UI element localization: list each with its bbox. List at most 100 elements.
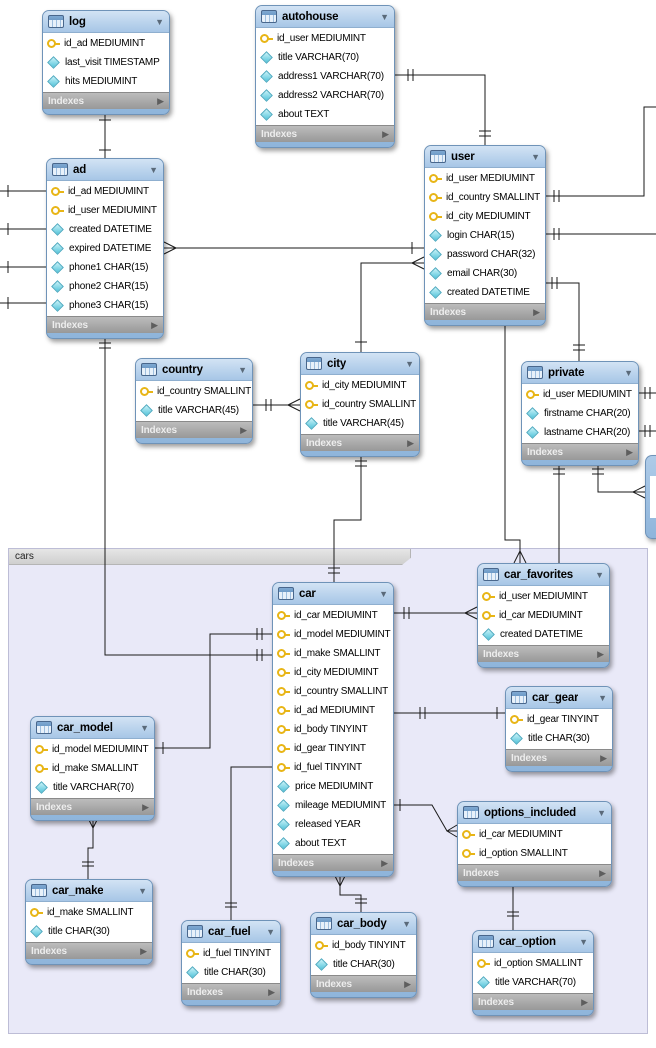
column-row[interactable]: title CHAR(30): [26, 922, 152, 941]
column-row[interactable]: id_car MEDIUMINT: [458, 825, 611, 844]
collapse-arrow-icon[interactable]: ▼: [531, 151, 540, 162]
indexes-footer[interactable]: Indexes▶: [26, 942, 152, 959]
table-header-car_body[interactable]: car_body▼: [311, 913, 416, 935]
rel-car-car_fuel[interactable]: [230, 766, 272, 920]
collapse-arrow-icon[interactable]: ▼: [595, 569, 604, 580]
column-row[interactable]: id_make SMALLINT: [31, 759, 154, 778]
rel-autohouse-user[interactable]: [395, 74, 486, 145]
column-row[interactable]: id_make SMALLINT: [273, 644, 393, 663]
collapse-arrow-icon[interactable]: ▼: [405, 358, 414, 369]
column-row[interactable]: firstname CHAR(20): [522, 404, 638, 423]
column-row[interactable]: title VARCHAR(45): [136, 401, 252, 420]
expand-arrow-icon[interactable]: ▶: [404, 978, 411, 989]
column-row[interactable]: title CHAR(30): [311, 955, 416, 974]
collapse-arrow-icon[interactable]: ▼: [266, 926, 275, 937]
column-row[interactable]: expired DATETIME: [47, 239, 163, 258]
indexes-footer[interactable]: Indexes▶: [47, 316, 163, 333]
column-row[interactable]: id_user MEDIUMINT: [478, 587, 609, 606]
table-header-car_make[interactable]: car_make▼: [26, 880, 152, 902]
collapse-arrow-icon[interactable]: ▼: [149, 164, 158, 175]
column-row[interactable]: about TEXT: [273, 834, 393, 853]
column-row[interactable]: email CHAR(30): [425, 264, 545, 283]
column-row[interactable]: created DATETIME: [425, 283, 545, 302]
table-header-private[interactable]: private▼: [522, 362, 638, 384]
table-header-options_included[interactable]: options_included▼: [458, 802, 611, 824]
indexes-footer[interactable]: Indexes▶: [31, 798, 154, 815]
partial-table-offcanvas[interactable]: [645, 455, 656, 539]
column-row[interactable]: title VARCHAR(45): [301, 414, 419, 433]
rel-car_model-car[interactable]: [155, 633, 272, 749]
collapse-arrow-icon[interactable]: ▼: [140, 722, 149, 733]
column-row[interactable]: id_country SMALLINT: [273, 682, 393, 701]
table-header-car_option[interactable]: car_option▼: [473, 931, 593, 953]
column-row[interactable]: id_model MEDIUMINT: [31, 740, 154, 759]
column-row[interactable]: id_fuel TINYINT: [182, 944, 280, 963]
column-row[interactable]: id_body TINYINT: [311, 936, 416, 955]
collapse-arrow-icon[interactable]: ▼: [380, 11, 389, 22]
collapse-arrow-icon[interactable]: ▼: [155, 16, 164, 27]
expand-arrow-icon[interactable]: ▶: [382, 128, 389, 139]
column-row[interactable]: title CHAR(30): [182, 963, 280, 982]
column-row[interactable]: id_user MEDIUMINT: [425, 169, 545, 188]
table-header-user[interactable]: user▼: [425, 146, 545, 168]
column-row[interactable]: phone2 CHAR(15): [47, 277, 163, 296]
column-row[interactable]: id_user MEDIUMINT: [522, 385, 638, 404]
rel-user-private[interactable]: [546, 282, 580, 361]
table-header-car_gear[interactable]: car_gear▼: [506, 687, 612, 709]
rel-private-offcanvas-3[interactable]: [597, 463, 645, 493]
collapse-arrow-icon[interactable]: ▼: [379, 588, 388, 599]
column-row[interactable]: id_model MEDIUMINT: [273, 625, 393, 644]
column-row[interactable]: id_city MEDIUMINT: [301, 376, 419, 395]
collapse-arrow-icon[interactable]: ▼: [238, 364, 247, 375]
rel-car-options_included[interactable]: [394, 804, 457, 832]
rel-car_model-car_make[interactable]: [87, 818, 94, 879]
expand-arrow-icon[interactable]: ▶: [626, 446, 633, 457]
expand-arrow-icon[interactable]: ▶: [600, 752, 607, 763]
table-header-autohouse[interactable]: autohouse▼: [256, 6, 394, 28]
column-row[interactable]: id_car MEDIUMINT: [273, 606, 393, 625]
column-row[interactable]: last_visit TIMESTAMP: [43, 53, 169, 72]
indexes-footer[interactable]: Indexes▶: [478, 645, 609, 662]
column-row[interactable]: id_fuel TINYINT: [273, 758, 393, 777]
column-row[interactable]: id_ad MEDIUMINT: [47, 182, 163, 201]
column-row[interactable]: id_user MEDIUMINT: [256, 29, 394, 48]
indexes-footer[interactable]: Indexes▶: [256, 125, 394, 142]
column-row[interactable]: id_country SMALLINT: [136, 382, 252, 401]
indexes-footer[interactable]: Indexes▶: [182, 983, 280, 1000]
expand-arrow-icon[interactable]: ▶: [142, 801, 149, 812]
indexes-footer[interactable]: Indexes▶: [311, 975, 416, 992]
expand-arrow-icon[interactable]: ▶: [268, 986, 275, 997]
column-row[interactable]: price MEDIUMINT: [273, 777, 393, 796]
expand-arrow-icon[interactable]: ▶: [597, 648, 604, 659]
column-row[interactable]: id_gear TINYINT: [273, 739, 393, 758]
column-row[interactable]: id_ad MEDIUMINT: [273, 701, 393, 720]
column-row[interactable]: id_car MEDIUMINT: [478, 606, 609, 625]
expand-arrow-icon[interactable]: ▶: [533, 306, 540, 317]
collapse-arrow-icon[interactable]: ▼: [402, 918, 411, 929]
collapse-arrow-icon[interactable]: ▼: [624, 367, 633, 378]
column-row[interactable]: id_country SMALLINT: [301, 395, 419, 414]
column-row[interactable]: id_city MEDIUMINT: [273, 663, 393, 682]
column-row[interactable]: lastname CHAR(20): [522, 423, 638, 442]
column-row[interactable]: id_make SMALLINT: [26, 903, 152, 922]
indexes-footer[interactable]: Indexes▶: [136, 421, 252, 438]
column-row[interactable]: id_option SMALLINT: [458, 844, 611, 863]
table-header-log[interactable]: log▼: [43, 11, 169, 33]
table-header-ad[interactable]: ad▼: [47, 159, 163, 181]
column-row[interactable]: id_gear TINYINT: [506, 710, 612, 729]
rel-city-user[interactable]: [360, 262, 424, 352]
table-header-car[interactable]: car▼: [273, 583, 393, 605]
indexes-footer[interactable]: Indexes▶: [301, 434, 419, 451]
column-row[interactable]: title VARCHAR(70): [256, 48, 394, 67]
